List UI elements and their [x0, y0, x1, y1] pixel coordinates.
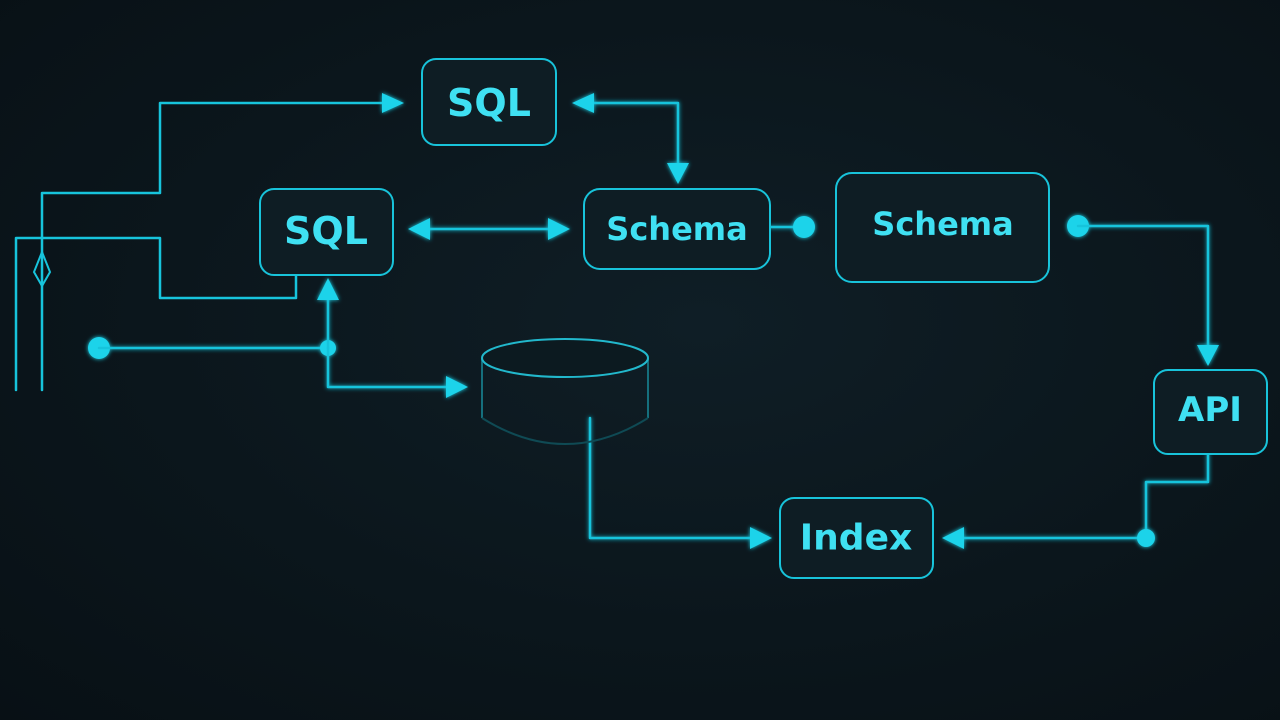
node-api-label: API [1178, 390, 1242, 430]
left-edge-lines [14, 101, 392, 392]
wire-schema-right-api [1076, 224, 1210, 350]
node-sql-mid[interactable]: SQL [259, 188, 394, 276]
arrow-into-sql-mid-bottom [317, 278, 339, 300]
node-schema-left[interactable]: Schema [583, 188, 771, 270]
node-sql-top[interactable]: SQL [421, 58, 557, 146]
compass-needle-icon [32, 249, 52, 390]
arrow-into-sql-mid [408, 218, 430, 240]
node-sql-top-label: SQL [447, 81, 531, 125]
arrow-into-index-left [750, 527, 772, 549]
node-sql-mid-label: SQL [284, 209, 368, 253]
junction-dot-schema [793, 216, 815, 238]
connectors [88, 93, 1219, 549]
arrow-into-api [1197, 345, 1219, 366]
arrow-into-index [942, 527, 964, 549]
left-rail-inner [40, 101, 392, 392]
junction-dot-index [1137, 529, 1155, 547]
left-rail-outer [14, 236, 298, 392]
wire-sql-top-schema-left [590, 101, 680, 168]
node-schema-right-label: Schema [872, 205, 1013, 243]
arrow-into-schema-left [667, 163, 689, 184]
wire-to-database [326, 346, 450, 389]
node-schema-right[interactable]: Schema [835, 172, 1050, 283]
database-cylinder-icon [481, 338, 649, 445]
node-index-label: Index [800, 518, 912, 559]
arrow-into-database [446, 376, 468, 398]
wire-database-index [588, 416, 752, 540]
node-index[interactable]: Index [779, 497, 934, 579]
arrow-into-sql-top [382, 93, 404, 113]
arrow-into-sql-top-right [572, 93, 594, 113]
node-api[interactable]: API [1153, 369, 1268, 455]
node-schema-left-label: Schema [606, 210, 747, 248]
arrow-into-schema-left-side [548, 218, 570, 240]
wire-api-index [960, 452, 1210, 540]
